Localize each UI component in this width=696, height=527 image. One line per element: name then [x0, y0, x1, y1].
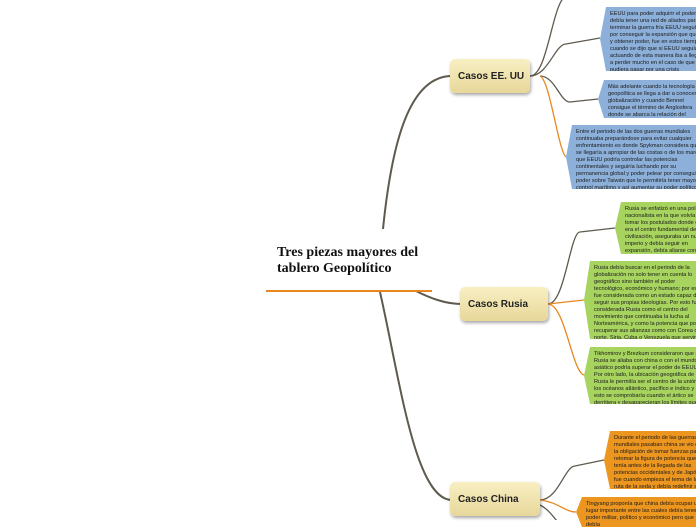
root-underline — [266, 290, 432, 292]
leaf-usa-2[interactable]: Más adelante cuando la tecnología y la g… — [598, 80, 696, 118]
leaf-china-1[interactable]: Durante el periodo de las guerras mundia… — [604, 431, 696, 489]
leaf-usa-1[interactable]: EEUU para poder adquirir el poder debía … — [600, 7, 696, 71]
connector-usa-top — [529, 0, 563, 77]
connector-russia-2 — [547, 299, 585, 305]
connector-russia-1 — [547, 227, 616, 305]
connector-china-1 — [539, 459, 605, 501]
leaf-russia-1[interactable]: Rusia se enfatizó en una política nacion… — [615, 202, 696, 254]
connector-root-usa — [382, 75, 453, 230]
connector-china-3 — [539, 504, 557, 520]
leaf-usa-3[interactable]: Entre el periodo de las dos guerras mund… — [566, 125, 696, 189]
connector-china-2 — [539, 499, 577, 513]
connector-usa-2 — [539, 75, 599, 103]
connector-usa-3 — [539, 75, 567, 158]
root-topic[interactable]: Tres piezas mayores del tablero Geopolít… — [277, 245, 419, 276]
branch-russia[interactable]: Casos Rusia — [460, 287, 548, 321]
connector-root-russia — [415, 290, 463, 305]
branch-usa[interactable]: Casos EE. UU — [450, 59, 530, 93]
leaf-russia-2[interactable]: Rusia debía buscar en el periodo de la g… — [584, 261, 696, 339]
leaf-russia-3[interactable]: Tikhomirov y Brezkum consideraron que si… — [584, 347, 696, 404]
connector-usa-1 — [529, 37, 601, 77]
connector-russia-3 — [547, 303, 585, 376]
connector-root-china — [379, 291, 453, 501]
leaf-china-2[interactable]: Tingyang proponía que china debía ocupar… — [576, 497, 696, 527]
branch-china[interactable]: Casos China — [450, 482, 540, 516]
